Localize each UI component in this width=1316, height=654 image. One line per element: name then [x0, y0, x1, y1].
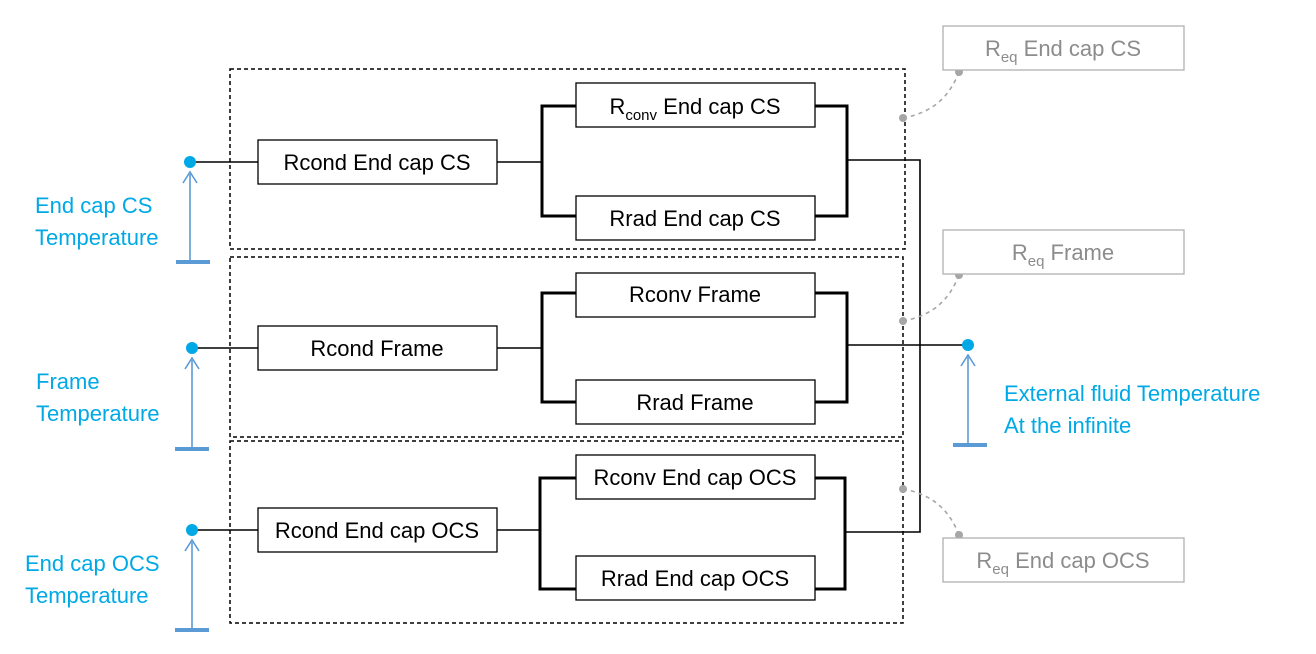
wire-frame-parallel-right: [815, 291, 849, 404]
resistor-label: Rrad End cap OCS: [601, 566, 789, 591]
temperature-node-end-cap-ocs: [175, 524, 209, 632]
temperature-label-cs-line1: End cap CS: [35, 193, 152, 218]
wire-cs-parallel-left: [540, 104, 576, 218]
req-callout-frame: Req Frame: [899, 229, 1185, 325]
resistor-conv-end-cap-ocs: Rconv End cap OCS: [575, 454, 816, 500]
temperature-label-cs-line2: Temperature: [35, 225, 159, 250]
temperature-label-frame-line2: Temperature: [36, 401, 160, 426]
group-frame: [229, 256, 904, 438]
req-callout-end-cap-ocs: Req End cap OCS: [899, 485, 1185, 583]
resistor-conv-frame: Rconv Frame: [575, 272, 816, 318]
temperature-label-external-line2: At the infinite: [1004, 413, 1131, 438]
resistor-label: Rconv End cap CS: [609, 94, 780, 124]
resistor-cond-frame: Rcond Frame: [257, 325, 498, 371]
group-end-cap-cs: [229, 68, 906, 250]
resistor-label: Rcond Frame: [310, 336, 443, 361]
resistor-rad-frame: Rrad Frame: [575, 379, 816, 425]
temperature-label-frame-line1: Frame: [36, 369, 100, 394]
resistor-cond-end-cap-cs: Rcond End cap CS: [257, 139, 498, 185]
req-callout-end-cap-cs: Req End cap CS: [899, 25, 1185, 122]
wire-ocs-parallel-left: [538, 476, 576, 591]
req-label-end-cap-cs: Req End cap CS: [985, 36, 1141, 66]
temperature-node-frame: [175, 342, 209, 451]
temperature-label-ocs-line1: End cap OCS: [25, 551, 160, 576]
resistor-rad-end-cap-cs: Rrad End cap CS: [575, 195, 816, 241]
resistor-label: Rrad End cap CS: [609, 206, 780, 231]
resistor-label: Rrad Frame: [636, 390, 753, 415]
resistor-cond-end-cap-ocs: Rcond End cap OCS: [257, 507, 498, 553]
temperature-label-ocs-line2: Temperature: [25, 583, 149, 608]
req-label-frame: Req Frame: [1012, 240, 1114, 270]
resistor-label: Rconv End cap OCS: [594, 465, 797, 490]
temperature-node-end-cap-cs: [176, 156, 210, 264]
wire-frame-parallel-left: [540, 291, 576, 404]
resistor-label: Rconv Frame: [629, 282, 761, 307]
req-label-end-cap-ocs: Req End cap OCS: [976, 548, 1149, 578]
temperature-node-external: [953, 339, 987, 447]
temperature-label-external-line1: External fluid Temperature: [1004, 381, 1260, 406]
resistor-conv-end-cap-cs: Rconv End cap CS: [575, 82, 816, 128]
wire-ocs-parallel-right: [815, 476, 847, 591]
resistor-label: Rcond End cap OCS: [275, 518, 479, 543]
resistor-rad-end-cap-ocs: Rrad End cap OCS: [575, 555, 816, 601]
wire-output-bus: [845, 159, 921, 533]
resistor-label: Rcond End cap CS: [283, 150, 470, 175]
wire-cs-parallel-right: [815, 104, 849, 218]
